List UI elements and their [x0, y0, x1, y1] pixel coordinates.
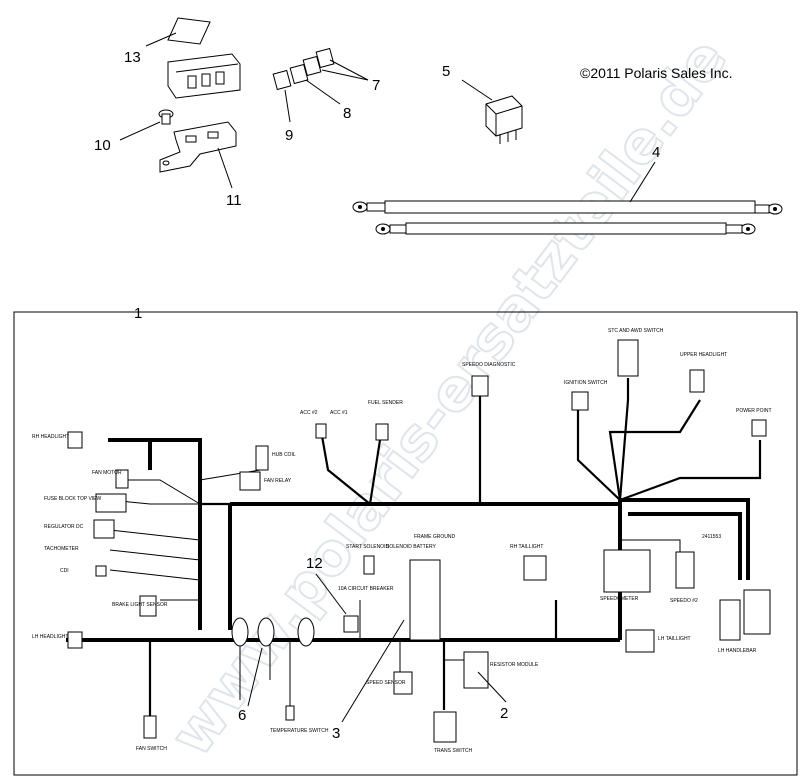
callout-13: 13: [124, 49, 141, 66]
svg-text:FRAME GROUND: FRAME GROUND: [414, 534, 456, 540]
callout-1: 1: [134, 305, 142, 322]
svg-text:SPEED SENSOR: SPEED SENSOR: [366, 680, 406, 686]
svg-text:RH TAILLIGHT: RH TAILLIGHT: [510, 544, 543, 550]
copyright-text: ©2011 Polaris Sales Inc.: [580, 65, 732, 81]
svg-text:FUSE BLOCK TOP VIEW: FUSE BLOCK TOP VIEW: [44, 496, 102, 502]
svg-text:POWER POINT: POWER POINT: [736, 408, 772, 414]
svg-text:LH TAILLIGHT: LH TAILLIGHT: [658, 636, 691, 642]
harness-frame: [13, 311, 798, 776]
callout-4: 4: [652, 144, 660, 161]
svg-text:10A CIRCUIT BREAKER: 10A CIRCUIT BREAKER: [338, 586, 394, 592]
callout-10: 10: [94, 137, 111, 154]
svg-text:FUEL SENDER: FUEL SENDER: [368, 400, 403, 406]
part-5-relay: [461, 79, 523, 144]
callout-12: 12: [306, 555, 323, 572]
svg-text:ACC #1: ACC #1: [330, 410, 348, 416]
svg-text:LH HANDLEBAR: LH HANDLEBAR: [718, 648, 757, 654]
svg-text:RH HEADLIGHT: RH HEADLIGHT: [32, 434, 69, 440]
main-harness-trunk: [66, 378, 762, 720]
part-7-8-9-fuses: [272, 47, 369, 123]
svg-text:SPEEDO DIAGNOSTIC: SPEEDO DIAGNOSTIC: [462, 362, 516, 368]
svg-text:LH HEADLIGHT: LH HEADLIGHT: [32, 634, 68, 640]
svg-text:FAN SWITCH: FAN SWITCH: [136, 746, 167, 752]
callout-9: 9: [285, 127, 293, 144]
svg-text:TEMPERATURE SWITCH: TEMPERATURE SWITCH: [270, 728, 329, 734]
svg-text:CDI: CDI: [60, 568, 69, 574]
svg-text:TACHOMETER: TACHOMETER: [44, 546, 79, 552]
callout-2: 2: [500, 705, 508, 722]
svg-text:IGNITION SWITCH: IGNITION SWITCH: [564, 380, 608, 386]
svg-text:START SOLENOID: START SOLENOID: [346, 544, 389, 550]
part-10-bolt: [119, 109, 174, 141]
svg-text:2411553: 2411553: [702, 534, 721, 540]
part-11-bracket: [159, 121, 237, 189]
svg-text:SPEEDOMETER: SPEEDOMETER: [600, 596, 639, 602]
connectors: [67, 339, 771, 743]
callout-3: 3: [332, 725, 340, 742]
part-13-fuse-cover: [145, 17, 241, 99]
watermark: www.polaris-ersatzteile.de: [157, 26, 740, 769]
callout-6: 6: [238, 707, 246, 724]
svg-text:ACC #2: ACC #2: [300, 410, 318, 416]
svg-text:HUB COIL: HUB COIL: [272, 452, 296, 458]
callout-5: 5: [442, 63, 450, 80]
svg-text:STC AND AWD SWITCH: STC AND AWD SWITCH: [608, 328, 664, 334]
svg-text:SPEEDO #2: SPEEDO #2: [670, 598, 698, 604]
component-labels: RH HEADLIGHT LH HEADLIGHT FAN MOTOR HUB …: [32, 328, 772, 754]
svg-text:TRANS SWITCH: TRANS SWITCH: [434, 748, 472, 754]
svg-text:RESISTOR MODULE: RESISTOR MODULE: [490, 662, 539, 668]
svg-text:BRAKE LIGHT SENSOR: BRAKE LIGHT SENSOR: [112, 602, 168, 608]
svg-text:REGULATOR DC: REGULATOR DC: [44, 524, 84, 530]
part-4-battery-cables: [352, 161, 783, 235]
svg-text:FAN RELAY: FAN RELAY: [264, 478, 292, 484]
svg-text:SOLENOID BATTERY: SOLENOID BATTERY: [386, 544, 436, 550]
svg-text:UPPER HEADLIGHT: UPPER HEADLIGHT: [680, 352, 727, 358]
callout-8: 8: [343, 105, 351, 122]
callout-7: 7: [372, 77, 380, 94]
svg-text:FAN MOTOR: FAN MOTOR: [92, 470, 122, 476]
callout-11: 11: [226, 192, 242, 209]
